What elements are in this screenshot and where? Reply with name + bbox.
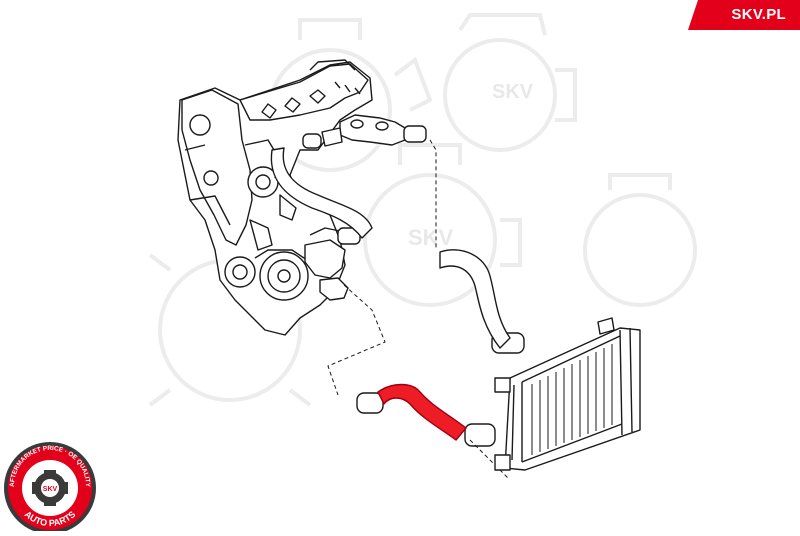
brand-banner[interactable]: SKV.PL [688,0,800,30]
radiator [494,317,641,471]
watermark-text: SKV [492,81,534,103]
seal-center-text: SKV [43,486,58,493]
engine-block [177,59,373,336]
upper-bypass-hose [270,147,373,239]
upper-radiator-hose [439,249,511,349]
seal-graphic: AFTERMARKET PRICE · OE QUALITY AUTO PART… [4,442,96,534]
lower-radiator-hose [377,383,467,441]
brand-site-label: SKV.PL [731,6,786,23]
brand-banner-shape [688,0,800,30]
brand-seal: AFTERMARKET PRICE · OE QUALITY AUTO PART… [0,434,100,534]
gear-icon [32,470,68,506]
watermark-text: SKV [408,225,454,250]
thermostat-housing [321,114,406,147]
